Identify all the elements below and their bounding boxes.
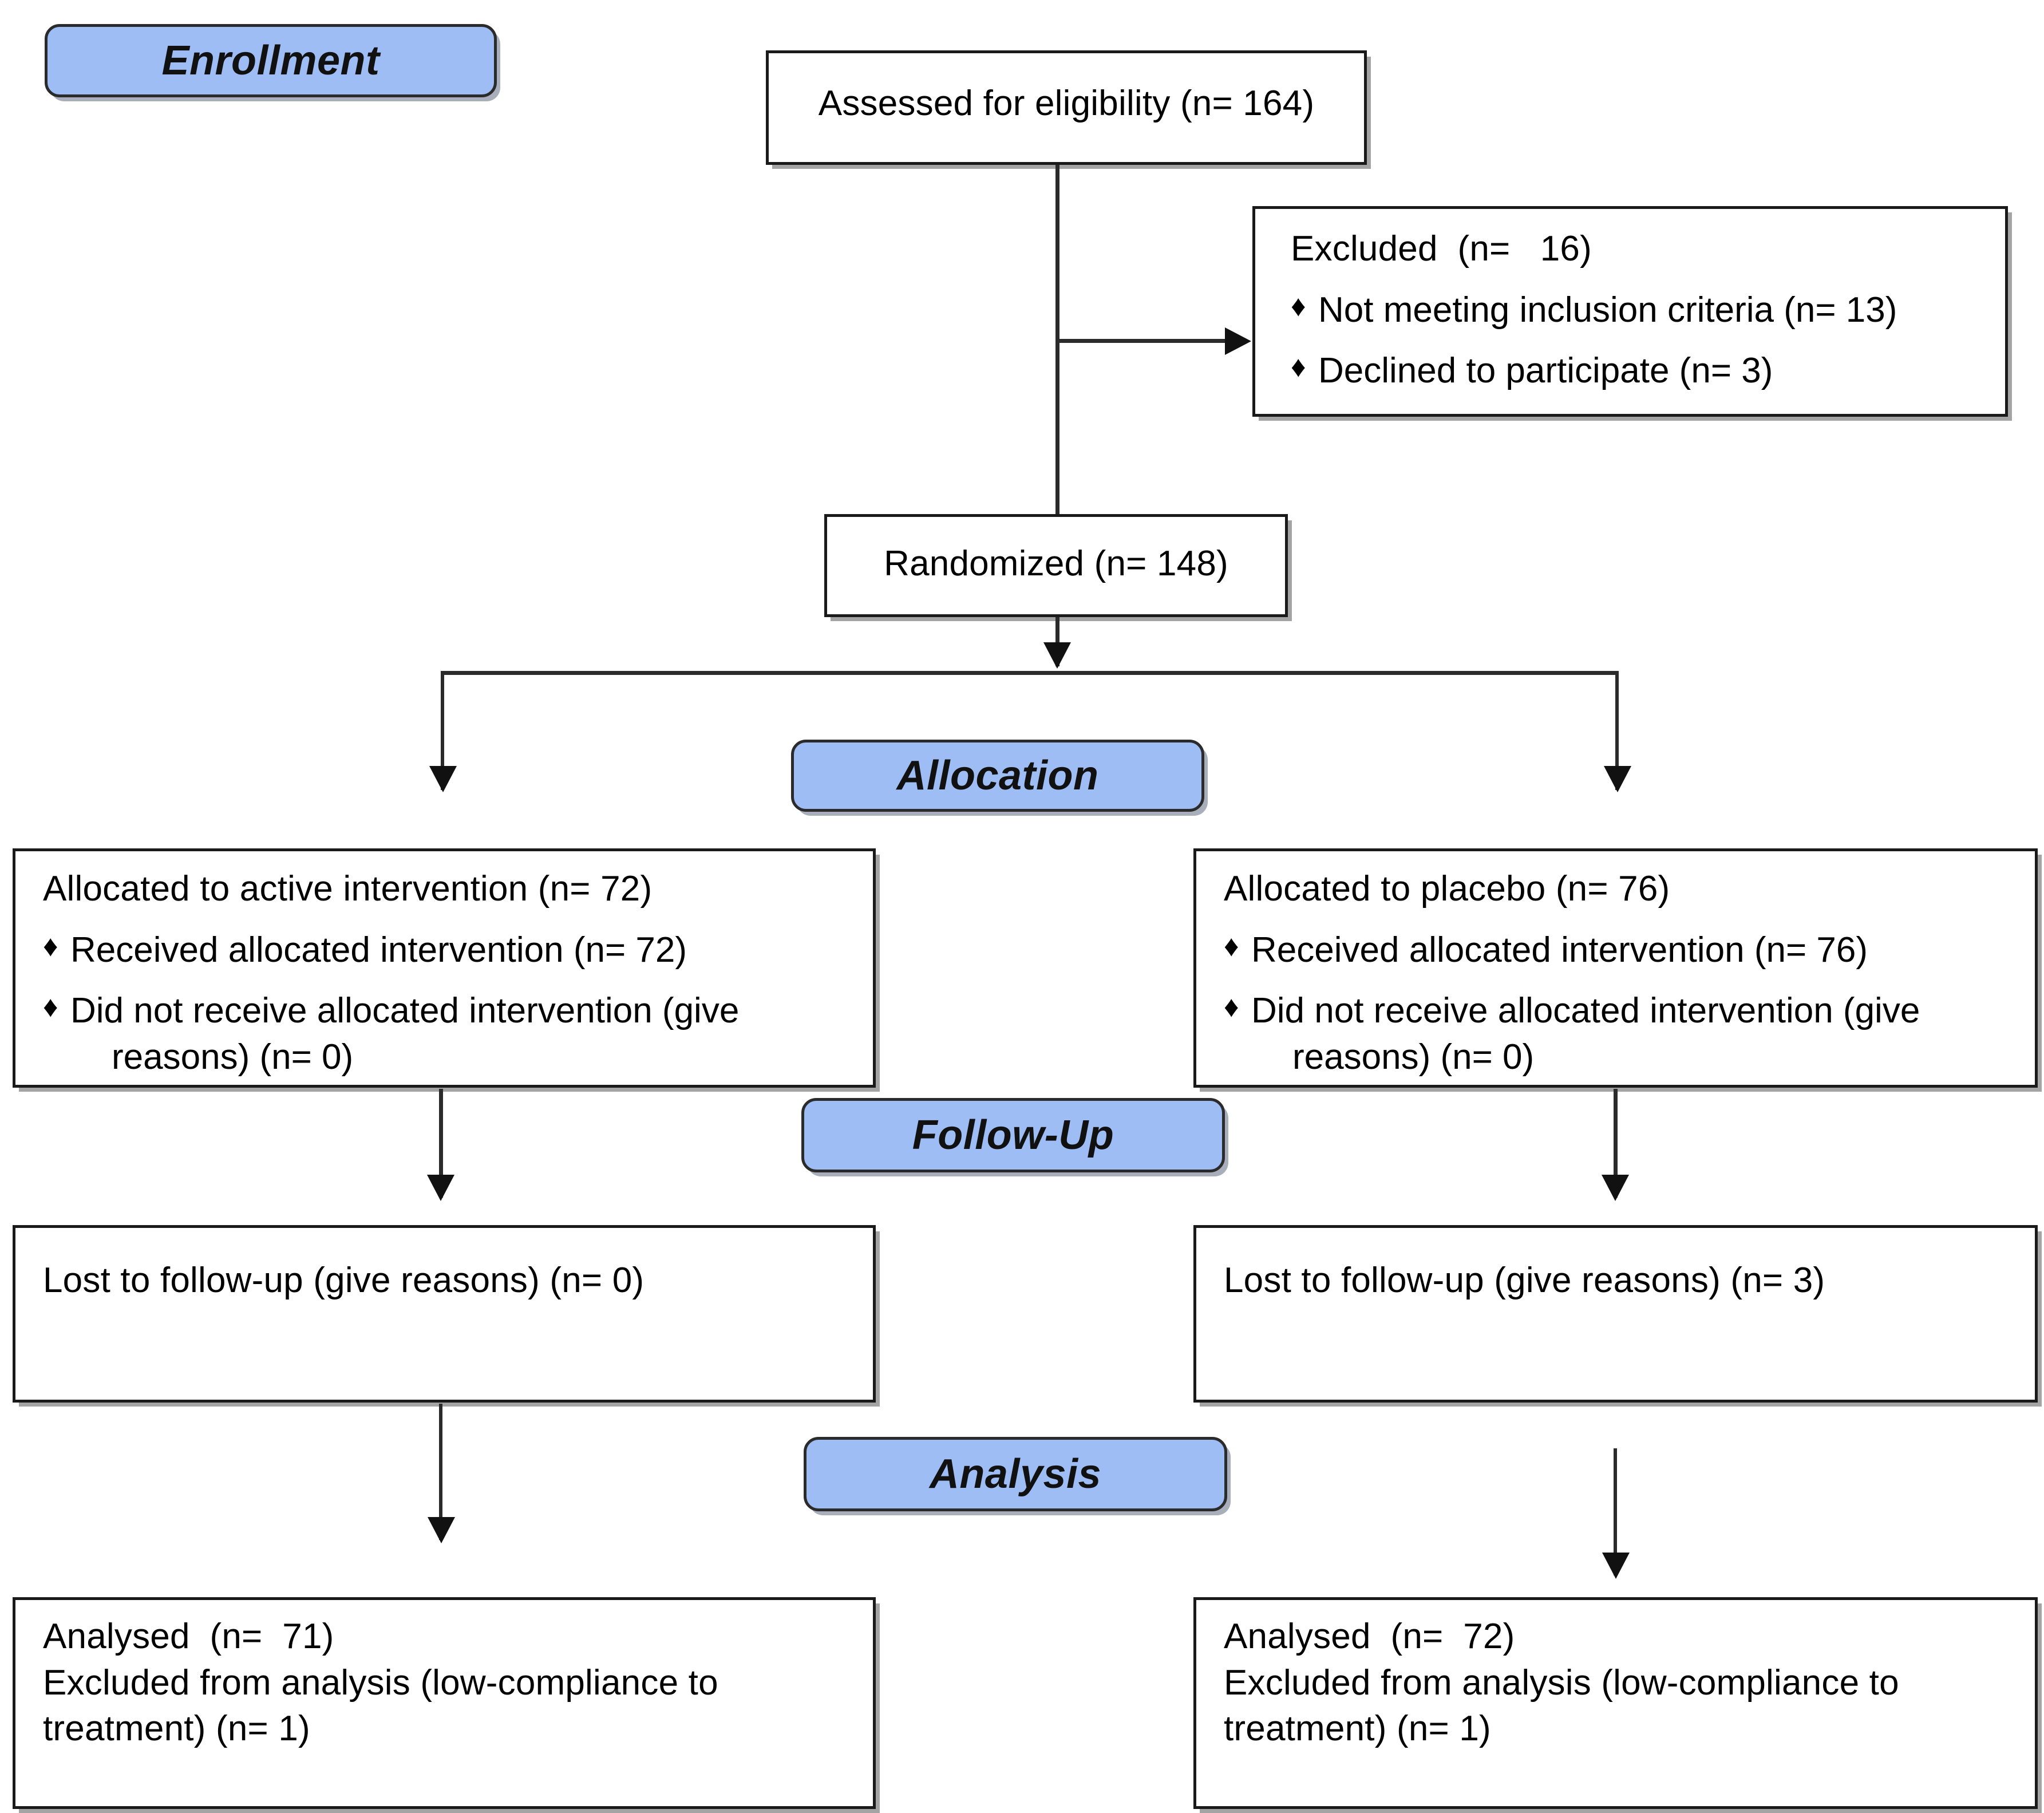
allocation-right-bullet-text: Received allocated intervention (n= 76) xyxy=(1251,930,1868,970)
allocation-right-bullet-text: Did not receive allocated intervention (… xyxy=(1251,991,1920,1031)
node-allocation-active: Allocated to active intervention (n= 72)… xyxy=(13,848,876,1088)
excluded-reason-text: Declined to participate (n= 3) xyxy=(1318,351,1773,391)
connector-split-left-drop xyxy=(441,671,444,790)
followup-left-text: Lost to follow-up (give reasons) (n= 0) xyxy=(43,1261,645,1300)
stage-label-allocation: Allocation xyxy=(896,753,1099,799)
connector-randomized-split-bar xyxy=(441,671,1619,675)
node-randomized: Randomized (n= 148) xyxy=(824,514,1288,617)
connector-followup-right-to-analysis xyxy=(1614,1448,1617,1575)
analysis-left-excluded-line2: treatment) (n= 1) xyxy=(43,1709,310,1749)
randomized-text: Randomized (n= 148) xyxy=(884,544,1228,583)
node-excluded: Excluded (n= 16) ♦ Not meeting inclusion… xyxy=(1252,206,2008,417)
connector-alloc-left-to-followup xyxy=(439,1089,443,1198)
allocation-left-bullet-text: Did not receive allocated intervention (… xyxy=(70,991,740,1031)
excluded-reason-item: ♦ Not meeting inclusion criteria (n= 13) xyxy=(1291,287,1982,334)
node-allocation-placebo: Allocated to placebo (n= 76) ♦ Received … xyxy=(1193,848,2038,1088)
stage-label-enrollment: Enrollment xyxy=(161,38,380,84)
arrowhead-to-excluded xyxy=(1225,327,1251,355)
excluded-reason-text: Not meeting inclusion criteria (n= 13) xyxy=(1318,290,1897,330)
analysis-right-excluded-line2: treatment) (n= 1) xyxy=(1224,1709,1491,1749)
excluded-heading: Excluded (n= 16) xyxy=(1291,229,1592,268)
stage-badge-enrollment: Enrollment xyxy=(45,24,497,97)
arrowhead-analysis-left xyxy=(428,1517,455,1543)
arrowhead-followup-left xyxy=(427,1175,454,1201)
node-analysed-active: Analysed (n= 71) Excluded from analysis … xyxy=(13,1597,876,1809)
diamond-bullet-icon: ♦ xyxy=(1224,990,1239,1024)
allocation-left-heading: Allocated to active intervention (n= 72) xyxy=(43,869,653,909)
analysis-right-excluded-line1: Excluded from analysis (low-compliance t… xyxy=(1224,1662,1899,1703)
allocation-right-bullet: ♦ Received allocated intervention (n= 76… xyxy=(1224,927,2012,974)
connector-followup-left-to-analysis xyxy=(439,1404,442,1540)
allocation-left-bullet-text: Received allocated intervention (n= 72) xyxy=(70,930,687,970)
assessed-text: Assessed for eligibility (n= 164) xyxy=(818,84,1315,123)
node-assessed-for-eligibility: Assessed for eligibility (n= 164) xyxy=(766,50,1367,165)
allocation-right-heading: Allocated to placebo (n= 76) xyxy=(1224,869,1670,909)
analysis-right-analysed: Analysed (n= 72) xyxy=(1224,1617,1515,1656)
diamond-bullet-icon: ♦ xyxy=(43,990,58,1024)
allocation-left-bullet: ♦ Received allocated intervention (n= 72… xyxy=(43,927,850,974)
connector-randomized-stem xyxy=(1055,617,1059,666)
allocation-left-bullet: ♦ Did not receive allocated intervention… xyxy=(43,988,850,1080)
arrowhead-split-right xyxy=(1604,766,1631,792)
stage-badge-analysis: Analysis xyxy=(804,1437,1227,1511)
connector-assessed-to-excluded xyxy=(1055,339,1225,343)
connector-alloc-right-to-followup xyxy=(1614,1089,1618,1198)
followup-right-text: Lost to follow-up (give reasons) (n= 3) xyxy=(1224,1261,1825,1300)
analysis-left-analysed: Analysed (n= 71) xyxy=(43,1617,334,1656)
stage-badge-followup: Follow-Up xyxy=(801,1098,1225,1172)
diamond-bullet-icon: ♦ xyxy=(1224,929,1239,963)
diamond-bullet-icon: ♦ xyxy=(1291,350,1306,384)
excluded-reason-item: ♦ Declined to participate (n= 3) xyxy=(1291,348,1982,394)
allocation-right-bullet: ♦ Did not receive allocated intervention… xyxy=(1224,988,2012,1080)
arrowhead-randomized-split xyxy=(1043,642,1071,669)
stage-label-analysis: Analysis xyxy=(929,1451,1102,1497)
arrowhead-split-left xyxy=(429,766,457,792)
node-followup-active: Lost to follow-up (give reasons) (n= 0) xyxy=(13,1225,876,1403)
allocation-right-bullet-continuation: reasons) (n= 0) xyxy=(1292,1037,1535,1077)
analysis-left-excluded-line1: Excluded from analysis (low-compliance t… xyxy=(43,1662,718,1703)
stage-badge-allocation: Allocation xyxy=(791,740,1204,812)
connector-split-right-drop xyxy=(1615,671,1619,790)
diamond-bullet-icon: ♦ xyxy=(1291,289,1306,323)
arrowhead-followup-right xyxy=(1602,1175,1629,1201)
arrowhead-analysis-right xyxy=(1602,1553,1630,1579)
node-followup-placebo: Lost to follow-up (give reasons) (n= 3) xyxy=(1193,1225,2038,1403)
stage-label-followup: Follow-Up xyxy=(912,1112,1114,1158)
allocation-left-bullet-continuation: reasons) (n= 0) xyxy=(112,1037,354,1077)
diamond-bullet-icon: ♦ xyxy=(43,929,58,963)
node-analysed-placebo: Analysed (n= 72) Excluded from analysis … xyxy=(1193,1597,2038,1809)
